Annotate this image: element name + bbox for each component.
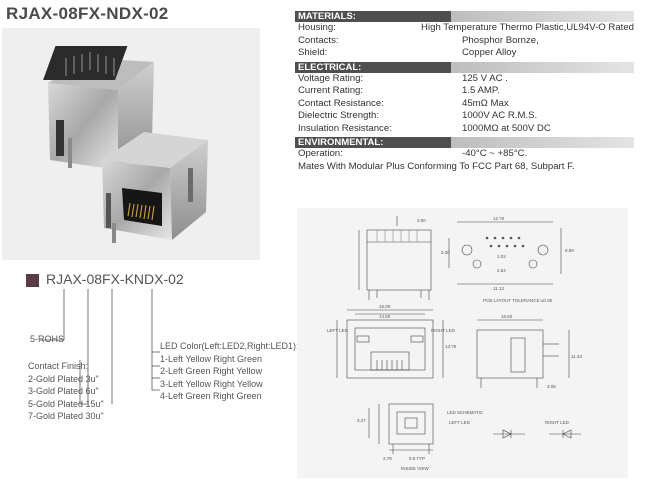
- ordering-callout-lines: [40, 289, 160, 405]
- contact-finish-option: 7-Gold Plated 30u": [28, 411, 104, 421]
- spec-row: Contact Resistance: 45mΩ Max: [295, 98, 634, 111]
- dim-label: 3.05: [547, 384, 556, 389]
- dim-label: 11.43: [571, 354, 582, 359]
- view-label: INSIDE VIEW: [401, 466, 430, 471]
- spec-value: 1.5 AMP.: [462, 85, 500, 96]
- contact-finish-option: 2-Gold Plated 3u": [28, 373, 99, 384]
- contact-finish-title: Contact Finish:: [28, 361, 89, 371]
- spec-row: Dielectric Strength: 1000V AC R.M.S.: [295, 110, 634, 123]
- technical-drawing: 3.00 12.70 11.13 8.89 3.30 1.02 2.54 PCB…: [297, 208, 628, 478]
- spec-key: Contacts:: [298, 34, 339, 46]
- spec-value: -40°C ~ +85°C.: [462, 148, 528, 159]
- spec-value: 125 V AC .: [462, 72, 508, 84]
- spec-key: Operation:: [298, 148, 343, 159]
- spec-key: Insulation Resistance:: [298, 122, 392, 134]
- spec-row: Voltage Rating: 125 V AC .: [295, 73, 634, 86]
- dimension-drawing: 3.00 12.70 11.13 8.89 3.30 1.02 2.54 PCB…: [327, 216, 582, 471]
- right-led-label: RIGHT LED: [431, 328, 456, 333]
- led-color-option: 2-Left Green Right Yellow: [160, 366, 263, 376]
- spec-key: Current Rating:: [298, 85, 364, 96]
- spec-key: Voltage Rating:: [298, 72, 364, 84]
- dim-label: 12.70: [493, 216, 505, 221]
- dim-label: 3.27: [357, 418, 366, 423]
- dim-label: 8.89: [565, 248, 574, 253]
- spec-table: MATERIALS: Housing: High Temperature Ther…: [295, 11, 634, 173]
- environmental-header: ENVIRONMENTAL:: [295, 137, 634, 148]
- dim-label: 1.02: [497, 254, 506, 259]
- spec-value: 1000MΩ at 500V DC: [462, 122, 551, 134]
- dim-label: 13.70: [445, 344, 457, 349]
- dim-label: 14.50: [379, 314, 391, 319]
- part-number: RJAX-08FX-KNDX-02: [46, 271, 184, 287]
- dim-label: 11.13: [493, 286, 504, 291]
- connector-photo-image: [43, 46, 208, 243]
- left-led-label: LEFT LED: [327, 328, 349, 333]
- left-led-label: LEFT LED: [449, 420, 471, 425]
- spec-row: Contacts: Phosphor Bornze,: [295, 35, 634, 48]
- dim-label: 3.30: [441, 250, 450, 255]
- led-color-option: 4-Left Green Right Green: [160, 391, 262, 401]
- led-color-list: LED Color(Left:LED2,Right:LED1): 1-Left …: [160, 340, 299, 403]
- spec-row: Current Rating: 1.5 AMP.: [295, 85, 634, 98]
- product-photo: [2, 28, 260, 260]
- spec-row: Housing: High Temperature Thermo Plastic,…: [295, 22, 634, 35]
- dim-label: 15.60: [501, 314, 513, 319]
- contact-finish-option: 3-Gold Plated 6u": [28, 386, 99, 396]
- dim-label: 0.6 TYP: [409, 456, 425, 461]
- pcb-layout-label: PCB LAYOUT TOLERANCE:±0.05: [483, 298, 553, 303]
- spec-row: Shield: Copper Alloy: [295, 47, 634, 60]
- led-color-option: 3-Left Yellow Right Yellow: [160, 378, 263, 389]
- page-title: RJAX-08FX-NDX-02: [6, 4, 169, 23]
- spec-key: Dielectric Strength:: [298, 110, 380, 121]
- drawing-labels: 3.00 12.70 11.13 8.89 3.30 1.02 2.54 PCB…: [327, 216, 582, 471]
- contact-finish-list: Contact Finish: 2-Gold Plated 3u" 3-Gold…: [28, 360, 104, 423]
- spec-value: High Temperature Thermo Plastic,UL94V-O …: [421, 22, 634, 33]
- electrical-header: ELECTRICAL:: [295, 61, 634, 73]
- spec-key: Housing:: [298, 22, 336, 33]
- part-number-swatch: [26, 274, 39, 287]
- spec-value: 45mΩ Max: [462, 97, 509, 109]
- dim-label: 2.54: [497, 268, 506, 273]
- spec-row: Insulation Resistance: 1000MΩ at 500V DC: [295, 123, 634, 136]
- dim-label: 3.00: [417, 218, 426, 223]
- materials-header: MATERIALS:: [295, 11, 634, 22]
- spec-value: Copper Alloy: [462, 47, 517, 58]
- environmental-note: Mates With Modular Plus Conforming To FC…: [298, 160, 575, 172]
- spec-key: Contact Resistance:: [298, 97, 384, 109]
- led-color-option: 1-Left Yellow Right Green: [160, 353, 263, 364]
- spec-value: 1000V AC R.M.S.: [462, 110, 538, 121]
- right-led-label: RIGHT LED: [545, 420, 570, 425]
- dim-label: 2.79: [383, 456, 392, 461]
- spec-row: Operation: -40°C ~ +85°C.: [295, 148, 634, 161]
- contact-finish-option: 5-Gold Plated 15u": [28, 398, 104, 409]
- spec-key: Shield:: [298, 47, 328, 58]
- rohs-option: 5-ROHS: [30, 334, 65, 344]
- spec-value: Phosphor Bornze,: [462, 34, 539, 46]
- led-schematic-label: LED SCHEMATIC: [447, 410, 484, 415]
- dim-label: 16.00: [379, 304, 391, 309]
- led-color-title: LED Color(Left:LED2,Right:LED1):: [160, 341, 299, 351]
